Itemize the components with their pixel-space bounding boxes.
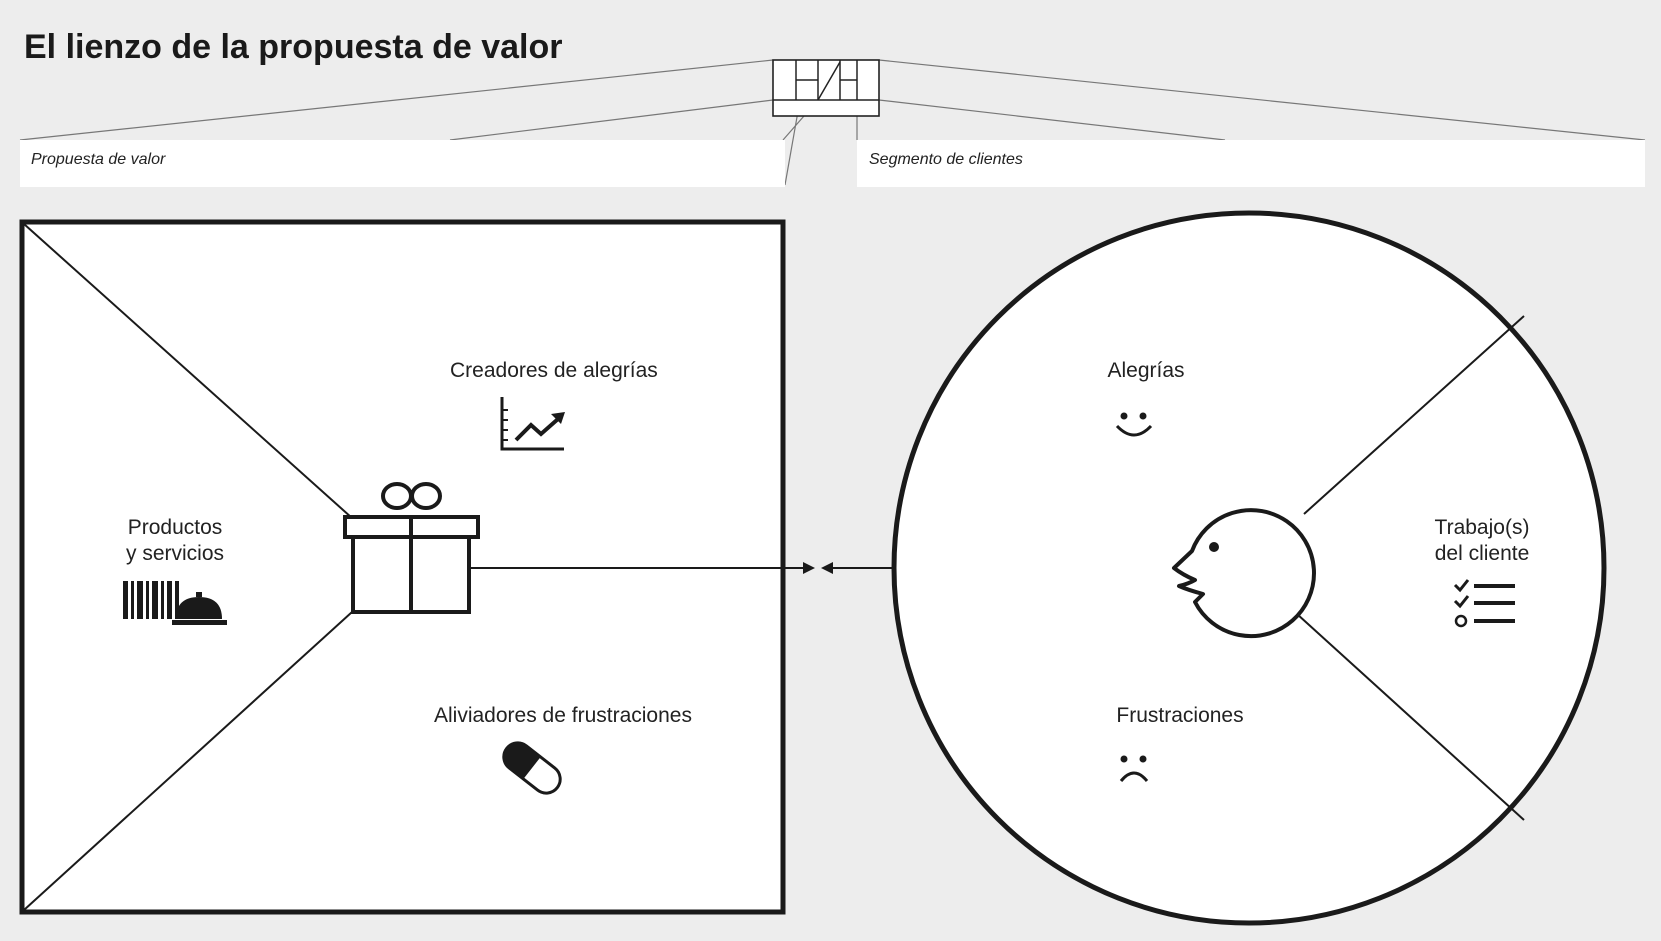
gains-label: Alegrías: [1107, 359, 1184, 382]
page-title: El lienzo de la propuesta de valor: [24, 28, 562, 66]
customer-jobs-label-line2: del cliente: [1435, 542, 1530, 565]
mini-canvas-diagram: [19, 59, 1646, 186]
frown-icon: [1119, 755, 1149, 782]
products-services-label-line1: Productos: [128, 516, 223, 539]
checklist-icon: [1453, 579, 1515, 628]
gain-creators-label: Creadores de alegrías: [450, 359, 658, 382]
products-services-label-line2: y servicios: [126, 542, 224, 565]
trending-up-chart-icon: [500, 397, 565, 451]
customer-jobs-label-line1: Trabajo(s): [1435, 516, 1530, 539]
barcode-and-service-bell-icon: [123, 581, 227, 625]
pain-relievers-label: Aliviadores de frustraciones: [434, 704, 692, 727]
customer-segment-label: Segmento de clientes: [869, 151, 1023, 168]
customer-head-icon: [1172, 508, 1316, 639]
value-proposition-header: [20, 140, 785, 187]
customer-segment-header: [857, 140, 1645, 187]
gift-icon: [343, 482, 480, 614]
smile-icon: [1115, 412, 1153, 437]
pill-icon: [502, 741, 562, 795]
value-proposition-label: Propuesta de valor: [31, 151, 166, 168]
pains-label: Frustraciones: [1116, 704, 1243, 727]
